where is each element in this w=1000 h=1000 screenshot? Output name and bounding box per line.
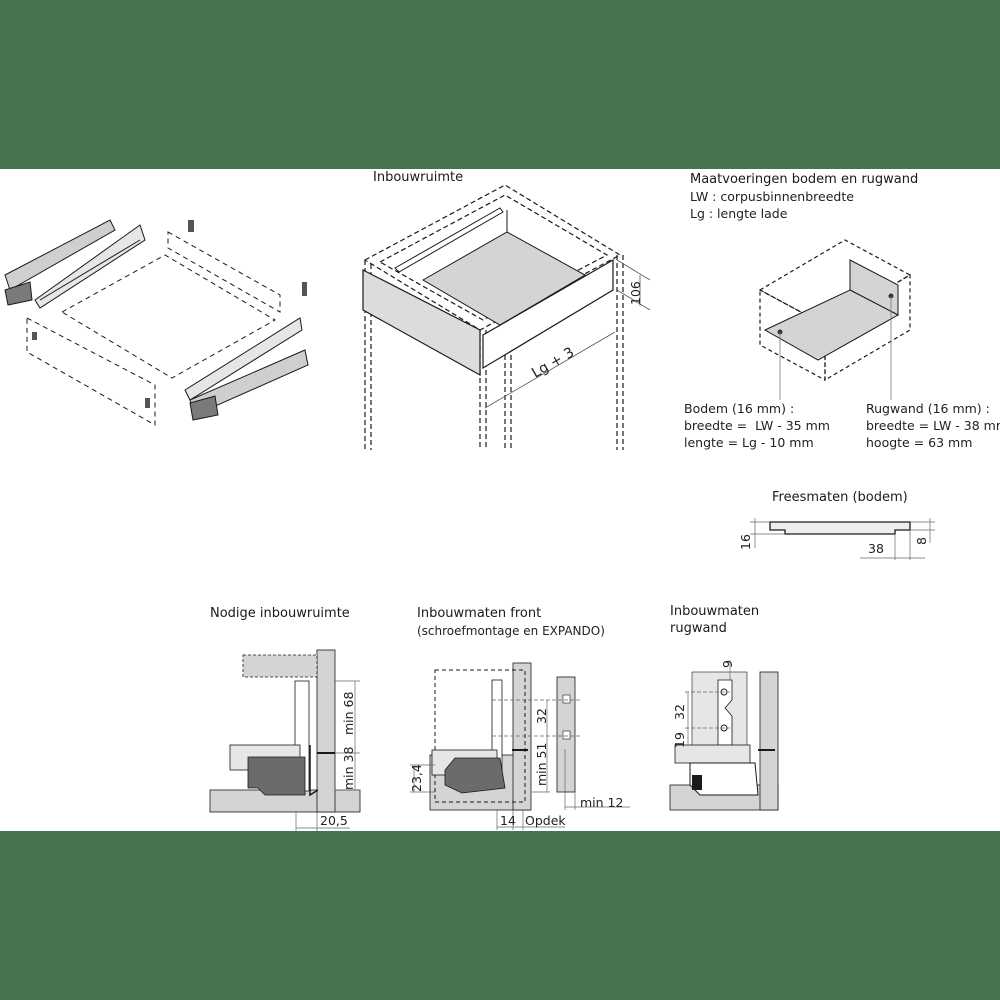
exploded-drawer-illustration [4,219,309,426]
bodem-panel [763,289,900,361]
dim-opdek: Opdek [525,813,566,828]
rugwand-hoogte: hoogte = 63 mm [866,435,973,450]
dim-min-38: min 38 [341,746,356,790]
dim-height-106: 106 [628,281,643,305]
runner-mechanism [247,756,306,796]
inbouwruimte-illustration [362,184,651,450]
left-runner-icon [4,219,146,309]
front-panel-outline [26,317,156,426]
rugwand-breedte: breedte = LW - 38 mm [866,418,1000,433]
rugwand-heading: Rugwand (16 mm) : [866,401,990,416]
freesmaten-title: Freesmaten (bodem) [772,490,908,505]
dim-min-12: min 12 [580,795,624,810]
nodige-inbouwruimte-section [209,649,361,831]
dim-spacing-32: 32 [534,708,549,724]
legend-lw: LW : corpusbinnenbreedte [690,189,854,204]
bottom-panel-outline [60,254,277,379]
dim-groove-38: 38 [868,541,884,556]
inbouwmaten-rugwand-title-2: rugwand [670,621,727,636]
inbouwmaten-front-subtitle: (schroefmontage en EXPANDO) [417,624,605,638]
legend-lg: Lg : lengte lade [690,206,788,221]
dim-min-68: min 68 [341,691,356,735]
inbouwmaten-front-section [410,662,630,830]
bodem-heading: Bodem (16 mm) : [684,401,795,416]
dim-side-20-5: 20,5 [320,813,348,828]
freesmaten-profile [750,518,935,560]
inbouwmaten-rugwand-title-1: Inbouwmaten [670,604,760,619]
dim-min-51: min 51 [534,742,549,786]
right-runner-icon [184,317,309,421]
dim-bottom-19: 19 [672,732,687,748]
inbouwmaten-front-title: Inbouwmaten front [417,606,542,621]
fitting-icon [32,220,307,408]
bodem-lengte: lengte = Lg - 10 mm [684,435,814,450]
inbouwruimte-title: Inbouwruimte [373,170,464,185]
dim-top-9: 9 [720,660,735,668]
bodem-breedte: breedte = LW - 35 mm [684,418,830,433]
drawer-floor [422,231,587,326]
nodige-inbouwruimte-title: Nodige inbouwruimte [210,606,350,621]
maatvoeringen-title: Maatvoeringen bodem en rugwand [690,172,919,187]
dim-depth-8: 8 [914,537,929,545]
bodem-rugwand-illustration [758,239,912,400]
dim-side-14: 14 [500,813,516,828]
back-panel-outline [167,231,281,313]
runner-mechanism-front [444,757,506,794]
dim-thickness-16: 16 [738,534,753,550]
runner-mechanism-rugwand [689,762,759,796]
dim-spacing-32-rugwand: 32 [672,704,687,720]
drawer-front [362,269,481,377]
inbouwmaten-rugwand-section [669,660,779,811]
dim-bottom-23-4: 23,4 [409,764,424,792]
